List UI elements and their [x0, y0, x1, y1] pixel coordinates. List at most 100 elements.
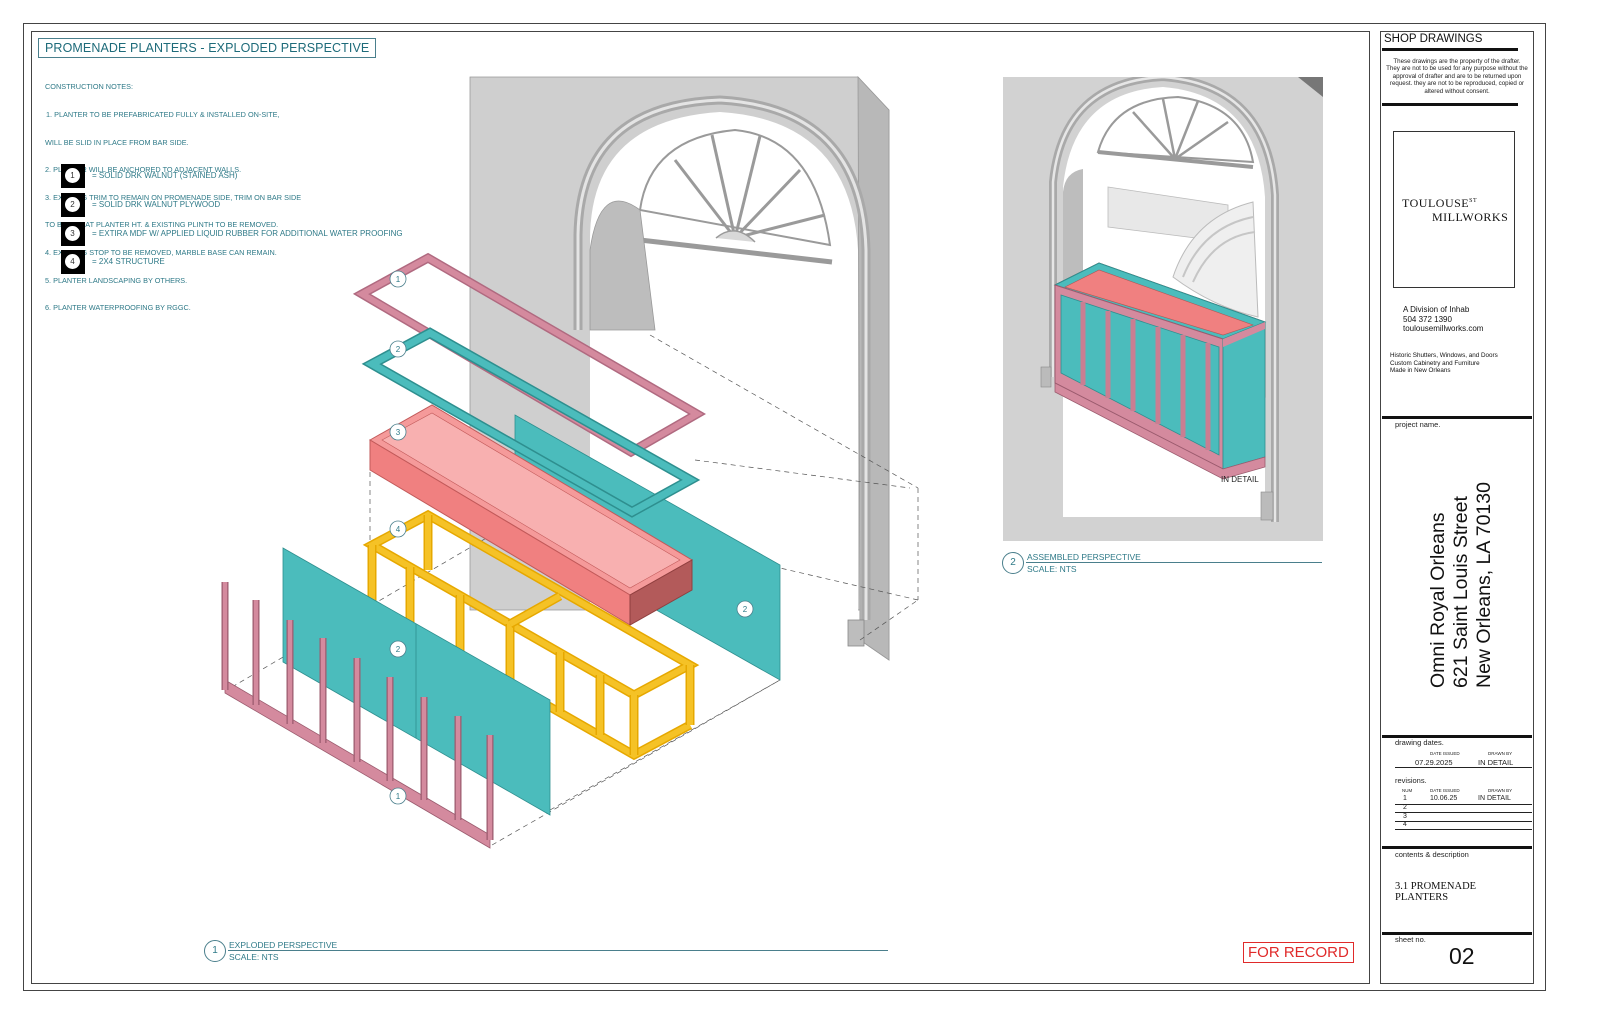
note-line: 6. PLANTER WATERPROOFING BY RGGC.	[45, 303, 191, 313]
rev-num-header: NUM	[1402, 788, 1413, 793]
view-2-scale: SCALE: NTS	[1027, 564, 1077, 574]
drawn-by: IN DETAIL	[1478, 758, 1514, 767]
rev-rule	[1395, 829, 1532, 830]
view-1-scale: SCALE: NTS	[229, 952, 279, 962]
note-line: WILL BE SLID IN PLACE FROM BAR SIDE.	[45, 137, 189, 147]
disclaimer-line: approval of drafter and are to be return…	[1392, 72, 1522, 80]
sheet-outer-border	[23, 23, 1546, 991]
legend-swatch: 1	[61, 164, 85, 188]
drawing-area-border	[31, 31, 1370, 984]
rev-date-header: DATE ISSUED	[1430, 788, 1460, 793]
legend-number: 2	[65, 197, 80, 212]
legend-swatch: 4	[61, 250, 85, 274]
date-issued-header: DATE ISSUED	[1430, 751, 1460, 756]
sheet-title: PROMENADE PLANTERS - EXPLODED PERSPECTIV…	[38, 38, 377, 58]
callout-number: 2	[396, 345, 401, 354]
callout-2-frame: 2	[389, 340, 407, 358]
rev-rule	[1395, 821, 1532, 822]
front-slat-frame	[221, 582, 494, 849]
callout-1-bottom: 1	[389, 787, 407, 805]
liner-box	[369, 404, 693, 626]
note-line: 1. PLANTER TO BE PREFABRICATED FULLY & I…	[46, 110, 280, 120]
legend-text: = EXTIRA MDF W/ APPLIED LIQUID RUBBER FO…	[92, 229, 403, 238]
exploded-perspective-drawing: 1 2 3 4 2 2 1	[221, 75, 919, 849]
view-1-title: EXPLODED PERSPECTIVE	[229, 940, 338, 950]
contents-label: contents & description	[1395, 850, 1469, 859]
callout-number: 3	[396, 428, 401, 437]
title-block-rule	[1382, 416, 1532, 419]
callout-number: 1	[396, 792, 401, 801]
rev-drawn-by: IN DETAIL	[1478, 795, 1511, 802]
callout-number: 2	[396, 645, 401, 654]
rev-rule	[1395, 804, 1532, 805]
shop-drawings-heading: SHOP DRAWINGS	[1384, 33, 1483, 45]
view-2-rule	[1026, 562, 1322, 563]
project-line: Omni Royal Orleans	[1427, 512, 1449, 688]
company-line: 504 372 1390	[1403, 314, 1452, 324]
front-plywood-panel	[282, 547, 551, 816]
view-2-number: 2	[1002, 552, 1024, 574]
rev-drawn-header: DRAWN BY	[1488, 788, 1513, 793]
company-info: A Division of Inhab 504 372 1390 toulous…	[1403, 305, 1483, 334]
callout-number: 1	[396, 275, 401, 284]
disclaimer-line: They are not to be used for any purpose …	[1386, 65, 1528, 73]
service-line: Made in New Orleans	[1390, 367, 1451, 375]
contents-line: PLANTERS	[1395, 892, 1449, 903]
rev-rule	[1395, 812, 1532, 813]
title-block-rule	[1382, 48, 1518, 51]
date-rule	[1395, 767, 1532, 768]
view-1-number: 1	[204, 940, 226, 962]
service-line: Custom Cabinetry and Furniture	[1390, 359, 1480, 367]
sheet-no-label: sheet no.	[1395, 935, 1426, 944]
logo-line-2: MILLWORKS	[1432, 210, 1509, 224]
sheet-number: 02	[1449, 943, 1475, 969]
contents-description: 3.1 PROMENADE PLANTERS	[1395, 881, 1476, 903]
legend-text: = SOLID DRK WALNUT PLYWOOD	[92, 200, 221, 209]
title-block-rule	[1382, 846, 1532, 849]
revisions-label: revisions.	[1395, 776, 1427, 785]
title-block	[1380, 31, 1534, 984]
teal-liner-frame	[361, 327, 701, 518]
in-detail-label: IN DETAIL	[1221, 475, 1259, 484]
disclaimer: These drawings are the property of the d…	[1384, 58, 1530, 95]
note-line: 5. PLANTER LANDSCAPING BY OTHERS.	[45, 275, 188, 285]
project-name: Omni Royal Orleans 621 Saint Louis Stree…	[1427, 482, 1496, 688]
legend-number: 1	[65, 168, 80, 183]
callout-2-back: 2	[736, 600, 754, 618]
callout-2-front: 2	[389, 640, 407, 658]
date-issued: 07.29.2025	[1415, 758, 1453, 767]
service-line: Historic Shutters, Windows, and Doors	[1390, 352, 1498, 359]
legend-text: = 2X4 STRUCTURE	[92, 257, 165, 266]
disclaimer-line: request. they are not to be reproduced, …	[1389, 80, 1525, 88]
project-line: New Orleans, LA 70130	[1473, 482, 1495, 688]
rev-num: 2	[1403, 804, 1407, 811]
drawing-dates-label: drawing dates.	[1395, 738, 1444, 747]
callout-number: 4	[396, 525, 401, 534]
logo: TOULOUSEST	[1402, 196, 1477, 211]
callout-4-structure: 4	[389, 520, 407, 538]
callout-1-top: 1	[389, 270, 407, 288]
drawn-by-header: DRAWN BY	[1488, 751, 1513, 756]
notes-heading: CONSTRUCTION NOTES:	[45, 82, 133, 92]
disclaimer-line: altered without consent.	[1424, 87, 1490, 95]
legend-text: = SOLID DRK WALNUT (STAINED ASH)	[92, 171, 238, 180]
rev-num: 1	[1403, 795, 1407, 802]
title-block-rule	[1382, 103, 1518, 106]
view-1-rule	[228, 950, 888, 951]
company-line: toulousemillworks.com	[1403, 324, 1484, 334]
for-record-stamp: FOR RECORD	[1243, 942, 1354, 963]
services-info: Historic Shutters, Windows, and Doors Cu…	[1390, 352, 1498, 375]
rev-num: 3	[1403, 813, 1407, 820]
assembled-perspective-drawing: IN DETAIL	[1003, 77, 1323, 541]
callout-number: 2	[743, 605, 748, 614]
legend-number: 4	[65, 254, 80, 269]
legend-swatch: 2	[61, 193, 85, 217]
rev-num: 4	[1403, 821, 1407, 828]
company-line: A Division of Inhab	[1403, 305, 1470, 314]
project-label: project name.	[1395, 420, 1441, 429]
logo-box: TOULOUSEST MILLWORKS	[1393, 131, 1515, 288]
legend-number: 3	[65, 226, 80, 241]
view-2-title: ASSEMBLED PERSPECTIVE	[1027, 552, 1141, 562]
disclaimer-line: These drawings are the property of the d…	[1393, 58, 1521, 65]
contents-line: 3.1 PROMENADE	[1395, 881, 1477, 892]
